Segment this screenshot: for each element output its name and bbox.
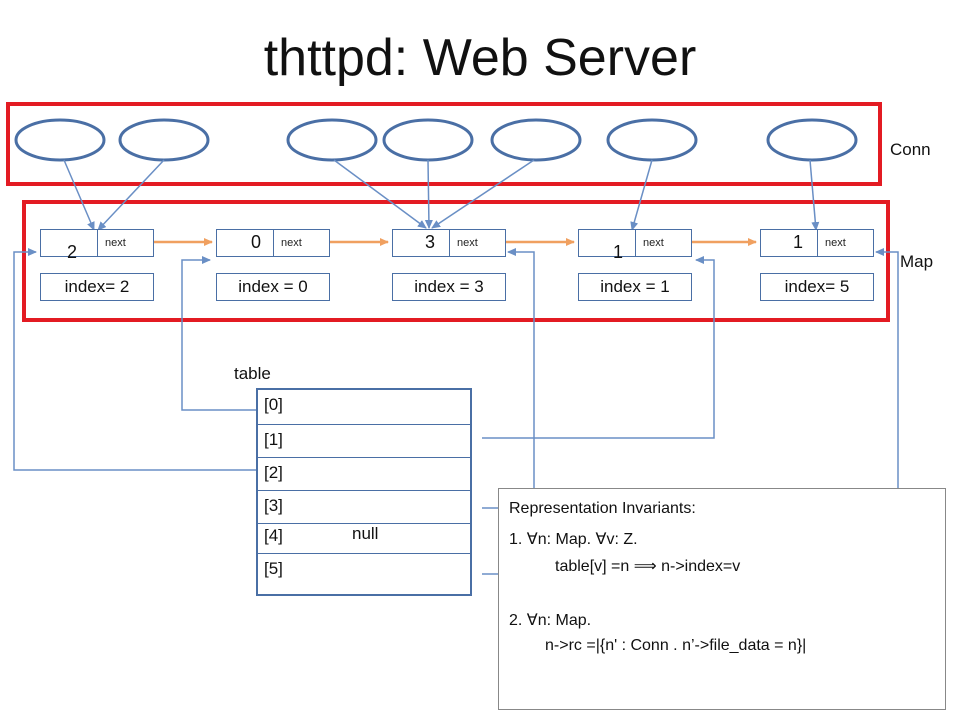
table-row: [4] null bbox=[258, 521, 470, 554]
conn-ellipse bbox=[490, 118, 582, 162]
conn-pointer bbox=[809, 159, 820, 231]
table-row: [5] bbox=[258, 554, 470, 594]
ref-count: 2 bbox=[67, 242, 78, 262]
conn-pointer bbox=[424, 159, 433, 229]
map-node-1: 2 next bbox=[40, 229, 154, 262]
row-index: [4] bbox=[264, 526, 283, 545]
ref-count: 1 bbox=[613, 242, 624, 262]
table-pointer-2 bbox=[13, 248, 256, 471]
invariant-1: 1. ∀n: Map. ∀v: Z. bbox=[509, 531, 638, 548]
index-cell-4: index = 1 bbox=[578, 273, 692, 301]
table-row: [1] bbox=[258, 425, 470, 458]
row-index: [0] bbox=[264, 395, 283, 414]
next-label: next bbox=[825, 237, 846, 249]
conn-ellipse bbox=[766, 118, 858, 162]
table-pointer-1 bbox=[482, 256, 715, 439]
row-index: [2] bbox=[264, 463, 283, 482]
node-divider bbox=[449, 230, 450, 256]
table-row: [3] bbox=[258, 491, 470, 524]
map-node-3: 3 next bbox=[392, 229, 506, 257]
invariant-1-detail: table[v] =n ⟹ n->index=v bbox=[555, 558, 741, 575]
invariants-heading: Representation Invariants: bbox=[509, 500, 696, 517]
conn-label: Conn bbox=[890, 140, 931, 159]
conn-box bbox=[6, 102, 882, 186]
node-divider bbox=[97, 230, 98, 256]
next-label: next bbox=[457, 237, 478, 249]
next-label: next bbox=[105, 237, 126, 249]
map-label: Map bbox=[900, 252, 934, 271]
node-divider bbox=[273, 230, 274, 256]
row-index: [3] bbox=[264, 496, 283, 515]
index-table: [0] [1] [2] [3] [4] null [5] bbox=[256, 388, 472, 596]
index-cell-1: index= 2 bbox=[40, 273, 154, 301]
table-label: table bbox=[234, 364, 271, 383]
conn-ellipse bbox=[606, 118, 698, 162]
conn-pointer bbox=[97, 159, 165, 231]
table-row: [0] bbox=[258, 390, 470, 425]
invariant-2: 2. ∀n: Map. bbox=[509, 612, 592, 629]
conn-ellipse bbox=[118, 118, 210, 162]
invariants-box: Representation Invariants: 1. ∀n: Map. ∀… bbox=[498, 488, 946, 710]
conn-pointer bbox=[431, 159, 535, 229]
row-index: [5] bbox=[264, 559, 283, 578]
conn-pointer bbox=[333, 159, 427, 229]
table-row: [2] bbox=[258, 458, 470, 491]
ref-count: 3 bbox=[425, 232, 436, 252]
conn-pointer bbox=[630, 159, 653, 231]
conn-ellipse bbox=[286, 118, 378, 162]
map-node-4: 1 next bbox=[578, 229, 692, 262]
map-node-5: 1 next bbox=[760, 229, 874, 257]
map-box bbox=[22, 200, 890, 322]
ref-count: 0 bbox=[251, 232, 262, 252]
index-cell-5: index= 5 bbox=[760, 273, 874, 301]
page-title: thttpd: Web Server bbox=[263, 29, 697, 87]
row-index: [1] bbox=[264, 430, 283, 449]
node-divider bbox=[817, 230, 818, 256]
invariant-2-detail: n->rc =|{n' : Conn . n’->file_data = n}| bbox=[545, 637, 807, 654]
conn-ellipse bbox=[382, 118, 474, 162]
conn-ellipse bbox=[14, 118, 106, 162]
conn-pointer bbox=[63, 159, 95, 231]
ref-count: 1 bbox=[793, 232, 804, 252]
next-label: next bbox=[281, 237, 302, 249]
next-label: next bbox=[643, 237, 664, 249]
map-node-2: 0 next bbox=[216, 229, 330, 257]
node-divider bbox=[635, 230, 636, 256]
table-pointer-0 bbox=[181, 256, 256, 411]
row-value: null bbox=[352, 524, 379, 543]
index-cell-3: index = 3 bbox=[392, 273, 506, 301]
index-cell-2: index = 0 bbox=[216, 273, 330, 301]
